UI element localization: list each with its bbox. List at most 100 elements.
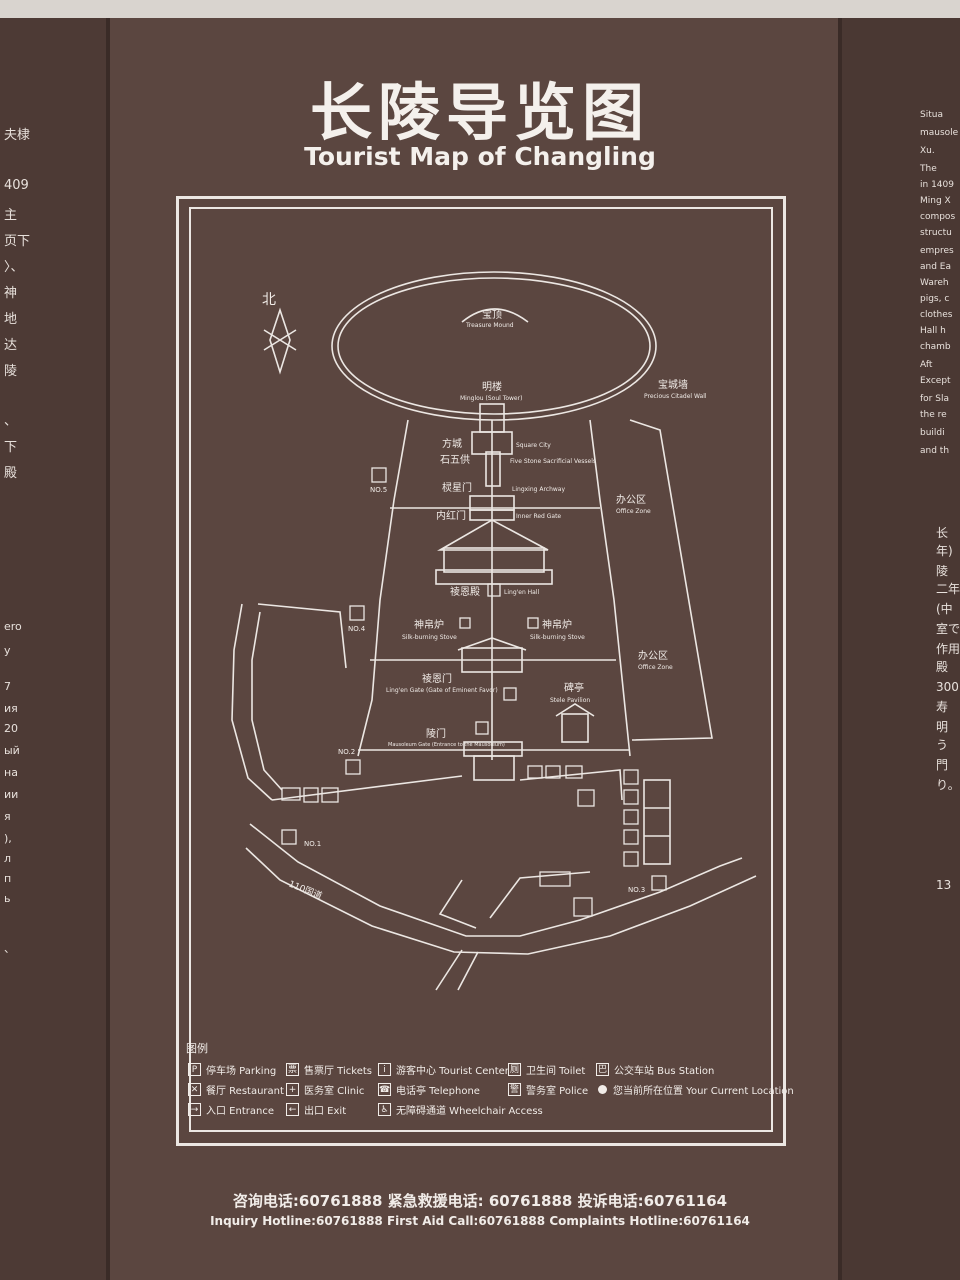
wheelchair-icon-gate	[565, 765, 583, 779]
right-side-fragment: clothes	[920, 310, 953, 320]
label-shenbolu-cn-east: 神帛炉	[542, 618, 572, 631]
legend-label: 卫生间 Toilet	[526, 1066, 586, 1077]
label-bangongqu-cn-2: 办公区	[638, 649, 668, 662]
lingen-hall-body	[443, 547, 545, 573]
highway-110-north	[249, 823, 743, 937]
left-side-fragment: ии	[4, 788, 19, 801]
legend-label: 游客中心 Tourist Center	[396, 1066, 509, 1077]
right-side-fragment: Wareh	[920, 278, 949, 288]
toilet-icon-no1	[281, 829, 297, 845]
treasure-mound-inner-wall	[337, 277, 651, 415]
label-road-110: 110国道	[287, 878, 324, 902]
right-side-panel	[840, 18, 960, 1280]
left-side-fragment: ый	[4, 744, 20, 757]
label-no4: NO.4	[348, 625, 366, 633]
branch-road-1	[435, 949, 463, 991]
toilet-icon-no5	[371, 467, 387, 483]
stove-icon-west	[459, 617, 471, 629]
square-city	[471, 431, 513, 455]
precinct-wall-right	[589, 419, 631, 757]
right-side-fragment: pigs, c	[920, 294, 950, 304]
police-icon	[623, 829, 639, 845]
tourist-center-icon	[623, 809, 639, 825]
legend-item-bus-station: 巴 公交车站 Bus Station	[596, 1062, 714, 1077]
map-frame-outer	[176, 196, 786, 1146]
precinct-wall-left	[357, 419, 409, 757]
panel-seam-right	[838, 18, 842, 1280]
police-icon: 警	[508, 1083, 521, 1096]
left-side-fragment: 殿	[4, 466, 18, 481]
top-wall-strip	[0, 0, 960, 18]
legend-label: 售票厅 Tickets	[304, 1066, 372, 1077]
map-legend: 图例 P 停车场 Parking 票 售票厅 Tickets i 游客中心 To…	[186, 1040, 794, 1130]
current-location-dot-icon	[598, 1085, 607, 1094]
left-side-fragment: 陵	[4, 364, 18, 379]
wheelchair-icon-lingen	[503, 687, 517, 701]
label-fangcheng-en: Square City	[516, 442, 551, 449]
label-baoding-en: Treasure Mound	[465, 322, 514, 329]
right-side-fragment: and th	[920, 446, 950, 456]
right-side-fragment: the re	[920, 410, 947, 420]
right-side-fragment: 門	[936, 758, 949, 772]
right-side-fragment: 殿	[936, 660, 949, 674]
left-side-fragment: я	[4, 810, 11, 823]
compass-rose	[263, 307, 297, 375]
panel-seam-left	[106, 18, 110, 1280]
tickets-icon	[303, 787, 319, 803]
left-side-fragment: 7	[4, 680, 11, 693]
legend-label: 停车场 Parking	[206, 1066, 277, 1077]
label-no5: NO.5	[370, 486, 387, 494]
legend-label: 餐厅 Restaurant	[206, 1086, 284, 1097]
plaza-edge	[519, 769, 623, 801]
toilet-icon-no3	[651, 875, 667, 891]
right-side-fragment: 寿	[936, 700, 949, 714]
legend-item-entrance: → 入口 Entrance	[188, 1102, 274, 1117]
label-no2: NO.2	[338, 748, 355, 756]
left-side-fragment: ero	[4, 620, 22, 633]
parking-lot-edge	[438, 879, 477, 929]
label-shenbolu-en-east: Silk-burning Stove	[530, 634, 585, 641]
left-side-fragment: 409	[4, 178, 29, 193]
legend-item-wheelchair: ♿ 无障碍通道 Wheelchair Access	[378, 1102, 543, 1117]
parking-icon-south	[573, 897, 593, 917]
left-side-fragment: на	[4, 766, 18, 779]
inner-road-west	[251, 611, 283, 791]
left-side-fragment: 神	[4, 286, 18, 301]
stove-icon-east	[527, 617, 539, 629]
label-shiwugong-en: Five Stone Sacrificial Vessels	[510, 458, 596, 465]
label-minglou-cn: 明楼	[482, 380, 502, 393]
right-side-fragment: (中	[936, 602, 953, 616]
lingen-gate-roof	[457, 637, 527, 651]
left-side-fragment: 页下	[4, 234, 31, 249]
right-side-fragment: 二年	[936, 582, 960, 596]
legend-label: 入口 Entrance	[206, 1106, 274, 1117]
right-side-fragment: 长	[936, 526, 949, 540]
right-side-fragment: 300	[936, 680, 959, 694]
label-baochengqiang-en: Precious Citadel Wall	[644, 393, 707, 400]
left-side-fragment: 达	[4, 338, 18, 353]
map-title-chinese: 长陵导览图	[309, 76, 650, 149]
map-title-english: Tourist Map of Changling	[304, 142, 656, 171]
exit-icon	[545, 765, 561, 779]
right-side-fragment: buildi	[920, 428, 945, 438]
label-shiwugong-cn: 石五供	[440, 453, 470, 466]
right-side-fragment: chamb	[920, 342, 951, 352]
left-side-fragment: 、	[4, 414, 18, 429]
bus-icon: 巴	[596, 1063, 609, 1076]
right-side-fragment: 陵	[936, 564, 949, 578]
service-block	[643, 779, 671, 865]
label-lingendian-en: Ling'en Hall	[504, 589, 540, 596]
toilet-icon: 厕	[508, 1063, 521, 1076]
stele-pavilion-roof	[555, 703, 595, 717]
right-side-fragment: empres	[920, 246, 954, 256]
label-lingenmen-en: Ling'en Gate (Gate of Eminent Favor)	[386, 687, 498, 694]
toilet-icon-no2	[345, 759, 361, 775]
legend-label: 公交车站 Bus Station	[614, 1066, 715, 1077]
label-fangcheng-cn: 方城	[442, 437, 462, 450]
right-side-fragment: The	[920, 164, 937, 174]
right-side-fragment: 13	[936, 878, 952, 892]
entrance-arrow-icon: →	[188, 1103, 201, 1116]
left-side-fragment: 夫棣	[4, 128, 31, 143]
label-neihongmen-en: Inner Red Gate	[516, 513, 561, 520]
legend-label: 电话亭 Telephone	[396, 1086, 480, 1097]
